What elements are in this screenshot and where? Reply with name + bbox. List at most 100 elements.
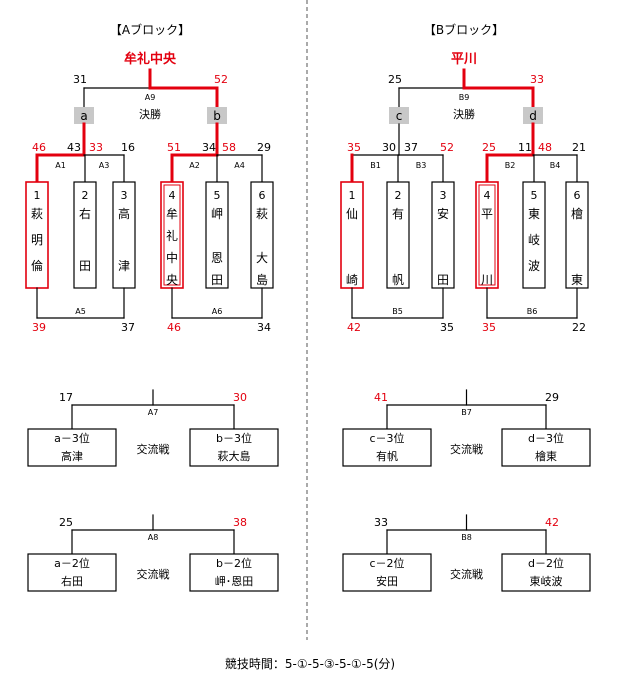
- match-code: A1: [55, 161, 66, 170]
- exchange-team: 高津: [61, 449, 83, 463]
- match-code: B4: [550, 161, 561, 170]
- exchange-score: 17: [59, 391, 73, 404]
- final-match-code: A9: [145, 93, 156, 102]
- final-right-score: 33: [530, 73, 544, 86]
- bottom-score: 35: [440, 321, 454, 334]
- exchange-score: 42: [545, 516, 559, 529]
- exchange-rank: d－3位: [528, 431, 564, 445]
- exchange-rank: b－2位: [216, 556, 252, 570]
- score-right-right: 29: [257, 141, 271, 154]
- final-label: 決勝: [453, 107, 475, 121]
- match-code: B3: [416, 161, 427, 170]
- team-number: 3: [121, 189, 128, 202]
- team-name-char: 田: [211, 273, 223, 287]
- slot-box: [389, 107, 409, 124]
- exchange-score: 25: [59, 516, 73, 529]
- score-left-mid2: 37: [404, 141, 418, 154]
- team-name-char: 東: [528, 207, 540, 221]
- exchange-rank: a－2位: [54, 556, 90, 570]
- match-code: B7: [461, 408, 472, 417]
- team-box: [386, 181, 410, 289]
- match-code: B1: [370, 161, 381, 170]
- team-box-inner: [478, 184, 496, 286]
- match-code: B6: [527, 307, 538, 316]
- exchange-team: 岬･恩田: [215, 575, 254, 588]
- score-right-mid: 11: [518, 141, 532, 154]
- team-name-char: 恩: [211, 251, 223, 265]
- slot-box: [523, 107, 543, 124]
- team-name-char: 倫: [31, 259, 43, 273]
- score-right-mid: 34: [202, 141, 216, 154]
- team-name-char: 萩: [256, 207, 268, 221]
- slot-box: [74, 107, 94, 124]
- exchange-score: 38: [233, 516, 247, 529]
- bottom-score: 34: [257, 321, 271, 334]
- team-box: [73, 181, 97, 289]
- block-title: 【Bブロック】: [424, 22, 504, 37]
- team-name-char: 川: [481, 273, 493, 287]
- team-name-char: 崎: [346, 273, 358, 287]
- exchange-rank: c－2位: [369, 556, 404, 570]
- match-code: A2: [189, 161, 200, 170]
- slot-letter: c: [396, 109, 403, 123]
- team-name-char: 礼: [166, 228, 178, 243]
- team-name-char: 田: [437, 273, 449, 287]
- team-name-char: 牟: [166, 206, 178, 221]
- footer-time: 競技時間：5-①-5-③-5-①-5(分): [225, 656, 395, 671]
- team-number: 6: [259, 189, 266, 202]
- match-code: B8: [461, 533, 472, 542]
- final-left-score: 25: [388, 73, 402, 86]
- team-number: 4: [169, 189, 176, 202]
- team-name-char: 島: [256, 272, 268, 287]
- block-title: 【Aブロック】: [110, 22, 190, 37]
- team-name-char: 檜: [571, 206, 583, 221]
- slot-letter: b: [213, 109, 221, 123]
- score-right-mid2: 58: [222, 141, 236, 154]
- score-right-mid2: 48: [538, 141, 552, 154]
- team-name-char: 萩: [31, 207, 43, 221]
- team-box-inner: [163, 184, 181, 286]
- champion-name: 牟礼中央: [124, 51, 177, 67]
- score-left-mid: 30: [382, 141, 396, 154]
- team-name-char: 有: [392, 207, 404, 221]
- team-name-char: 安: [437, 206, 449, 221]
- team-name-char: 平: [481, 207, 493, 221]
- team-name-char: 東: [571, 273, 583, 287]
- match-code: B2: [505, 161, 516, 170]
- final-match-code: B9: [459, 93, 470, 102]
- bottom-score: 22: [572, 321, 586, 334]
- exchange-score: 33: [374, 516, 388, 529]
- exchange-label: 交流戦: [450, 567, 483, 581]
- match-code: A5: [75, 307, 86, 316]
- match-code: A3: [99, 161, 110, 170]
- score-left-right: 52: [440, 141, 454, 154]
- exchange-team-box: [27, 553, 117, 592]
- team-number: 5: [214, 189, 221, 202]
- exchange-team: 萩大島: [218, 449, 251, 463]
- score-left-mid: 43: [67, 141, 81, 154]
- match-code: A8: [148, 533, 159, 542]
- team-box: [522, 181, 546, 289]
- team-name-char: 明: [31, 233, 43, 247]
- score-right-left: 25: [482, 141, 496, 154]
- score-a1-left: 35: [347, 141, 361, 154]
- team-box: [205, 181, 229, 289]
- exchange-team-box: [342, 428, 432, 467]
- score-left-mid2: 33: [89, 141, 103, 154]
- exchange-team-box: [189, 553, 279, 592]
- bottom-score: 37: [121, 321, 135, 334]
- team-name-char: 岬: [211, 207, 223, 221]
- score-right-right: 21: [572, 141, 586, 154]
- exchange-team: 安田: [376, 574, 398, 588]
- exchange-team: 右田: [61, 574, 83, 588]
- match-code: A7: [148, 408, 159, 417]
- match-code: A6: [212, 307, 223, 316]
- team-number: 1: [34, 189, 41, 202]
- final-left-score: 31: [73, 73, 87, 86]
- exchange-rank: c－3位: [369, 431, 404, 445]
- bottom-score: 39: [32, 321, 46, 334]
- team-name-char: 中: [166, 250, 178, 265]
- slot-letter: d: [529, 109, 537, 123]
- exchange-team-box: [501, 553, 591, 592]
